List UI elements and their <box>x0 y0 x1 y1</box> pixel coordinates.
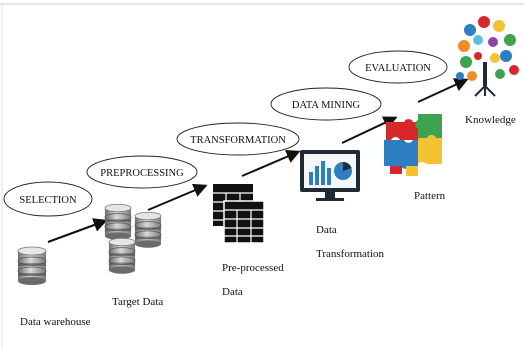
stage-preprocessing-label: PREPROCESSING <box>100 168 184 179</box>
knowledge-tree-icon <box>456 16 519 97</box>
database-icon <box>108 237 136 275</box>
preprocessed-data-label: Pre-processed Data <box>222 256 284 304</box>
puzzle-icon <box>384 114 442 176</box>
target-data-databases <box>104 203 162 275</box>
database-icon <box>104 203 132 241</box>
stage-data-mining-label: DATA MINING <box>292 100 361 111</box>
database-icon <box>17 246 47 286</box>
preprocessed-data-label-line2: Data <box>222 286 243 298</box>
stage-preprocessing: PREPROCESSING <box>86 155 198 189</box>
data-warehouse-label: Data warehouse <box>20 316 91 328</box>
data-transformation-label-line1: Data <box>316 224 337 236</box>
stage-selection: SELECTION <box>3 181 93 217</box>
pattern-label: Pattern <box>414 190 446 202</box>
stage-transformation-label: TRANSFORMATION <box>190 135 286 146</box>
monitor-chart-icon <box>300 150 360 201</box>
stage-evaluation-label: EVALUATION <box>365 63 431 74</box>
target-data-label: Target Data <box>112 296 164 308</box>
table-icon <box>213 184 265 244</box>
arrow-transformation <box>241 149 301 177</box>
arrow-preprocessing <box>147 183 208 211</box>
knowledge-label: Knowledge <box>465 114 516 126</box>
stage-selection-label: SELECTION <box>19 195 77 206</box>
preprocessed-data-label-line1: Pre-processed <box>222 262 284 274</box>
stage-transformation: TRANSFORMATION <box>176 122 300 156</box>
database-icon <box>134 211 162 249</box>
arrow-evaluation <box>417 78 469 103</box>
data-transformation-label: Data Transformation <box>316 218 384 266</box>
stage-data-mining: DATA MINING <box>270 87 382 121</box>
stage-evaluation: EVALUATION <box>348 50 448 84</box>
arrow-selection <box>47 218 108 243</box>
data-transformation-label-line2: Transformation <box>316 248 385 260</box>
